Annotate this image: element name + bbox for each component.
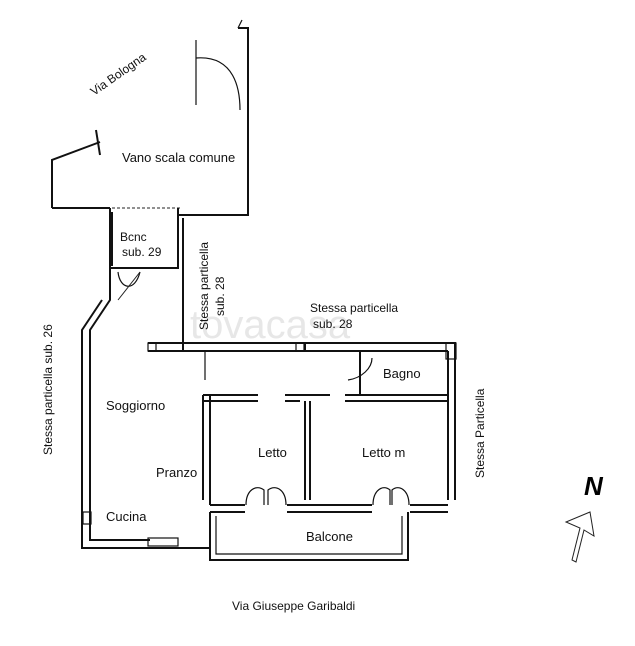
bcnc-room-walls: [109, 208, 179, 301]
via-garibaldi-label: Via Giuseppe Garibaldi: [232, 599, 355, 613]
stessa-28-horizontal-label: Stessa particella: [310, 301, 398, 315]
watermark: tovacasa: [190, 303, 351, 347]
stessa-particella-right-label: Stessa Particella: [473, 388, 487, 478]
letto-m-label: Letto m: [362, 445, 405, 460]
interior-walls: [202, 350, 448, 505]
cucina-label: Cucina: [106, 509, 147, 524]
vano-scala-label: Vano scala comune: [122, 150, 235, 165]
bcnc-label: Bcnc: [120, 230, 147, 244]
stessa-26-label: Stessa particella sub. 26: [41, 324, 55, 455]
bcnc-sub-label: sub. 29: [122, 245, 162, 259]
balcone-label: Balcone: [306, 529, 353, 544]
via-bologna-label: Via Bologna: [88, 50, 149, 99]
balcony-doors: [210, 487, 448, 513]
north-arrow: [564, 511, 595, 563]
apartment-walls: [81, 218, 457, 549]
bagno-label: Bagno: [383, 366, 421, 381]
pranzo-label: Pranzo: [156, 465, 197, 480]
letto-label: Letto: [258, 445, 287, 460]
stessa-28-vertical-sub-label: sub. 28: [213, 276, 227, 316]
north-label: N: [584, 471, 604, 501]
stessa-28-vertical-label: Stessa particella: [197, 242, 211, 330]
soggiorno-label: Soggiorno: [106, 398, 165, 413]
balcony-walls: [209, 512, 409, 561]
stairwell-walls: [51, 19, 249, 216]
stessa-28-horizontal-sub-label: sub. 28: [313, 317, 353, 331]
